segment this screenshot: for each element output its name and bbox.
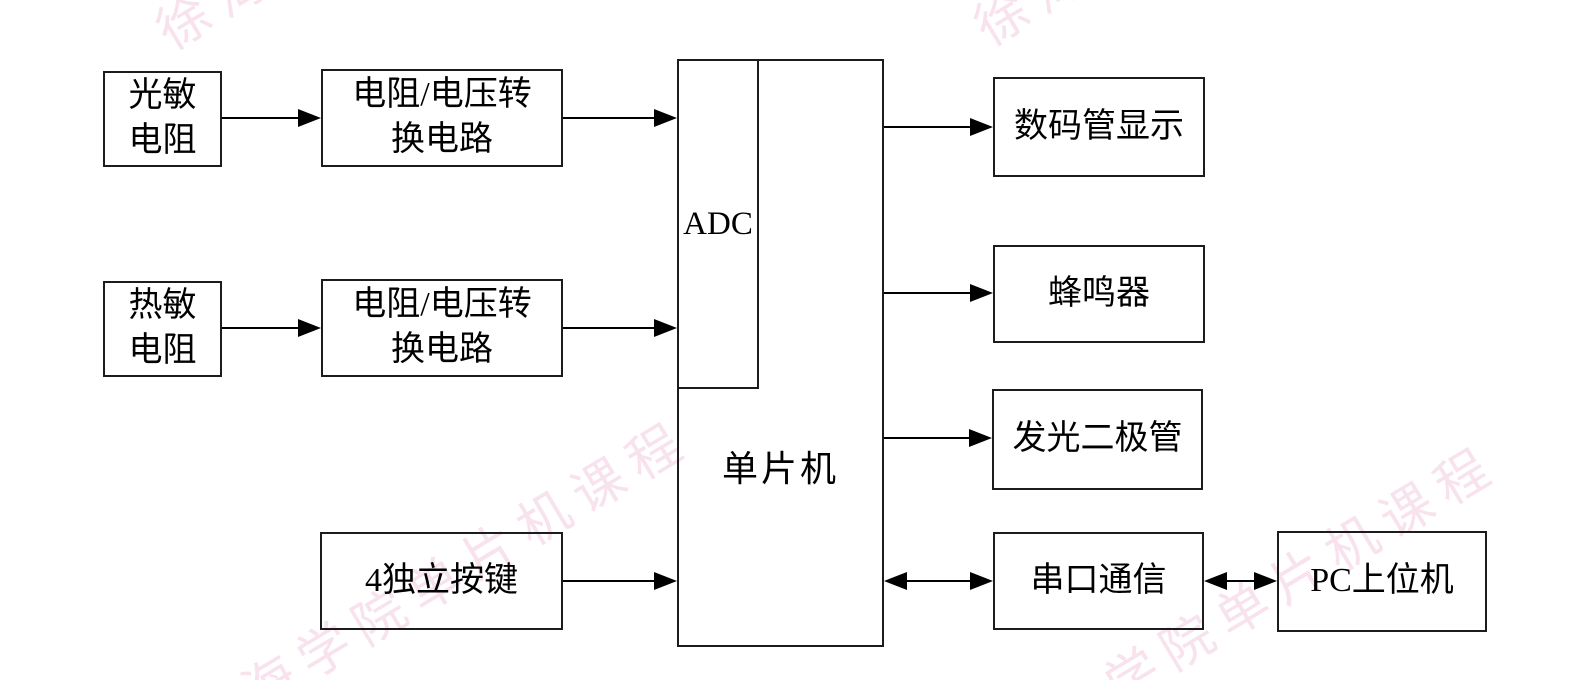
node-led: 发光二极管 bbox=[992, 389, 1203, 490]
node-digital-display: 数码管显示 bbox=[993, 77, 1205, 177]
arrow-r2v-to-adc-bottom bbox=[563, 319, 677, 337]
arrow-mcu-to-buzzer bbox=[884, 284, 993, 302]
node-keys: 4独立按键 bbox=[320, 532, 563, 630]
arrow-photoresistor-to-r2v bbox=[222, 109, 321, 127]
arrow-mcu-to-led bbox=[884, 429, 992, 447]
arrow-r2v-to-adc-top bbox=[563, 109, 677, 127]
arrow-mcu-to-display bbox=[884, 118, 993, 136]
arrow-thermistor-to-r2v bbox=[222, 319, 321, 337]
node-photoresistor: 光敏 电阻 bbox=[103, 71, 222, 167]
node-adc: ADC bbox=[679, 61, 759, 389]
node-pc-host: PC上位机 bbox=[1277, 531, 1487, 632]
node-buzzer: 蜂鸣器 bbox=[993, 245, 1205, 343]
mcu-label: 单片机 bbox=[721, 449, 839, 489]
arrow-mcu-serial-bidirectional bbox=[884, 572, 993, 590]
arrow-serial-pc-bidirectional bbox=[1204, 572, 1277, 590]
node-resistance-voltage-converter-top: 电阻/电压转 换电路 bbox=[321, 69, 563, 167]
node-resistance-voltage-converter-bottom: 电阻/电压转 换电路 bbox=[321, 279, 563, 377]
node-mcu bbox=[677, 59, 884, 647]
node-serial: 串口通信 bbox=[993, 532, 1204, 630]
arrow-keys-to-mcu bbox=[563, 572, 677, 590]
node-thermistor: 热敏 电阻 bbox=[103, 281, 222, 377]
